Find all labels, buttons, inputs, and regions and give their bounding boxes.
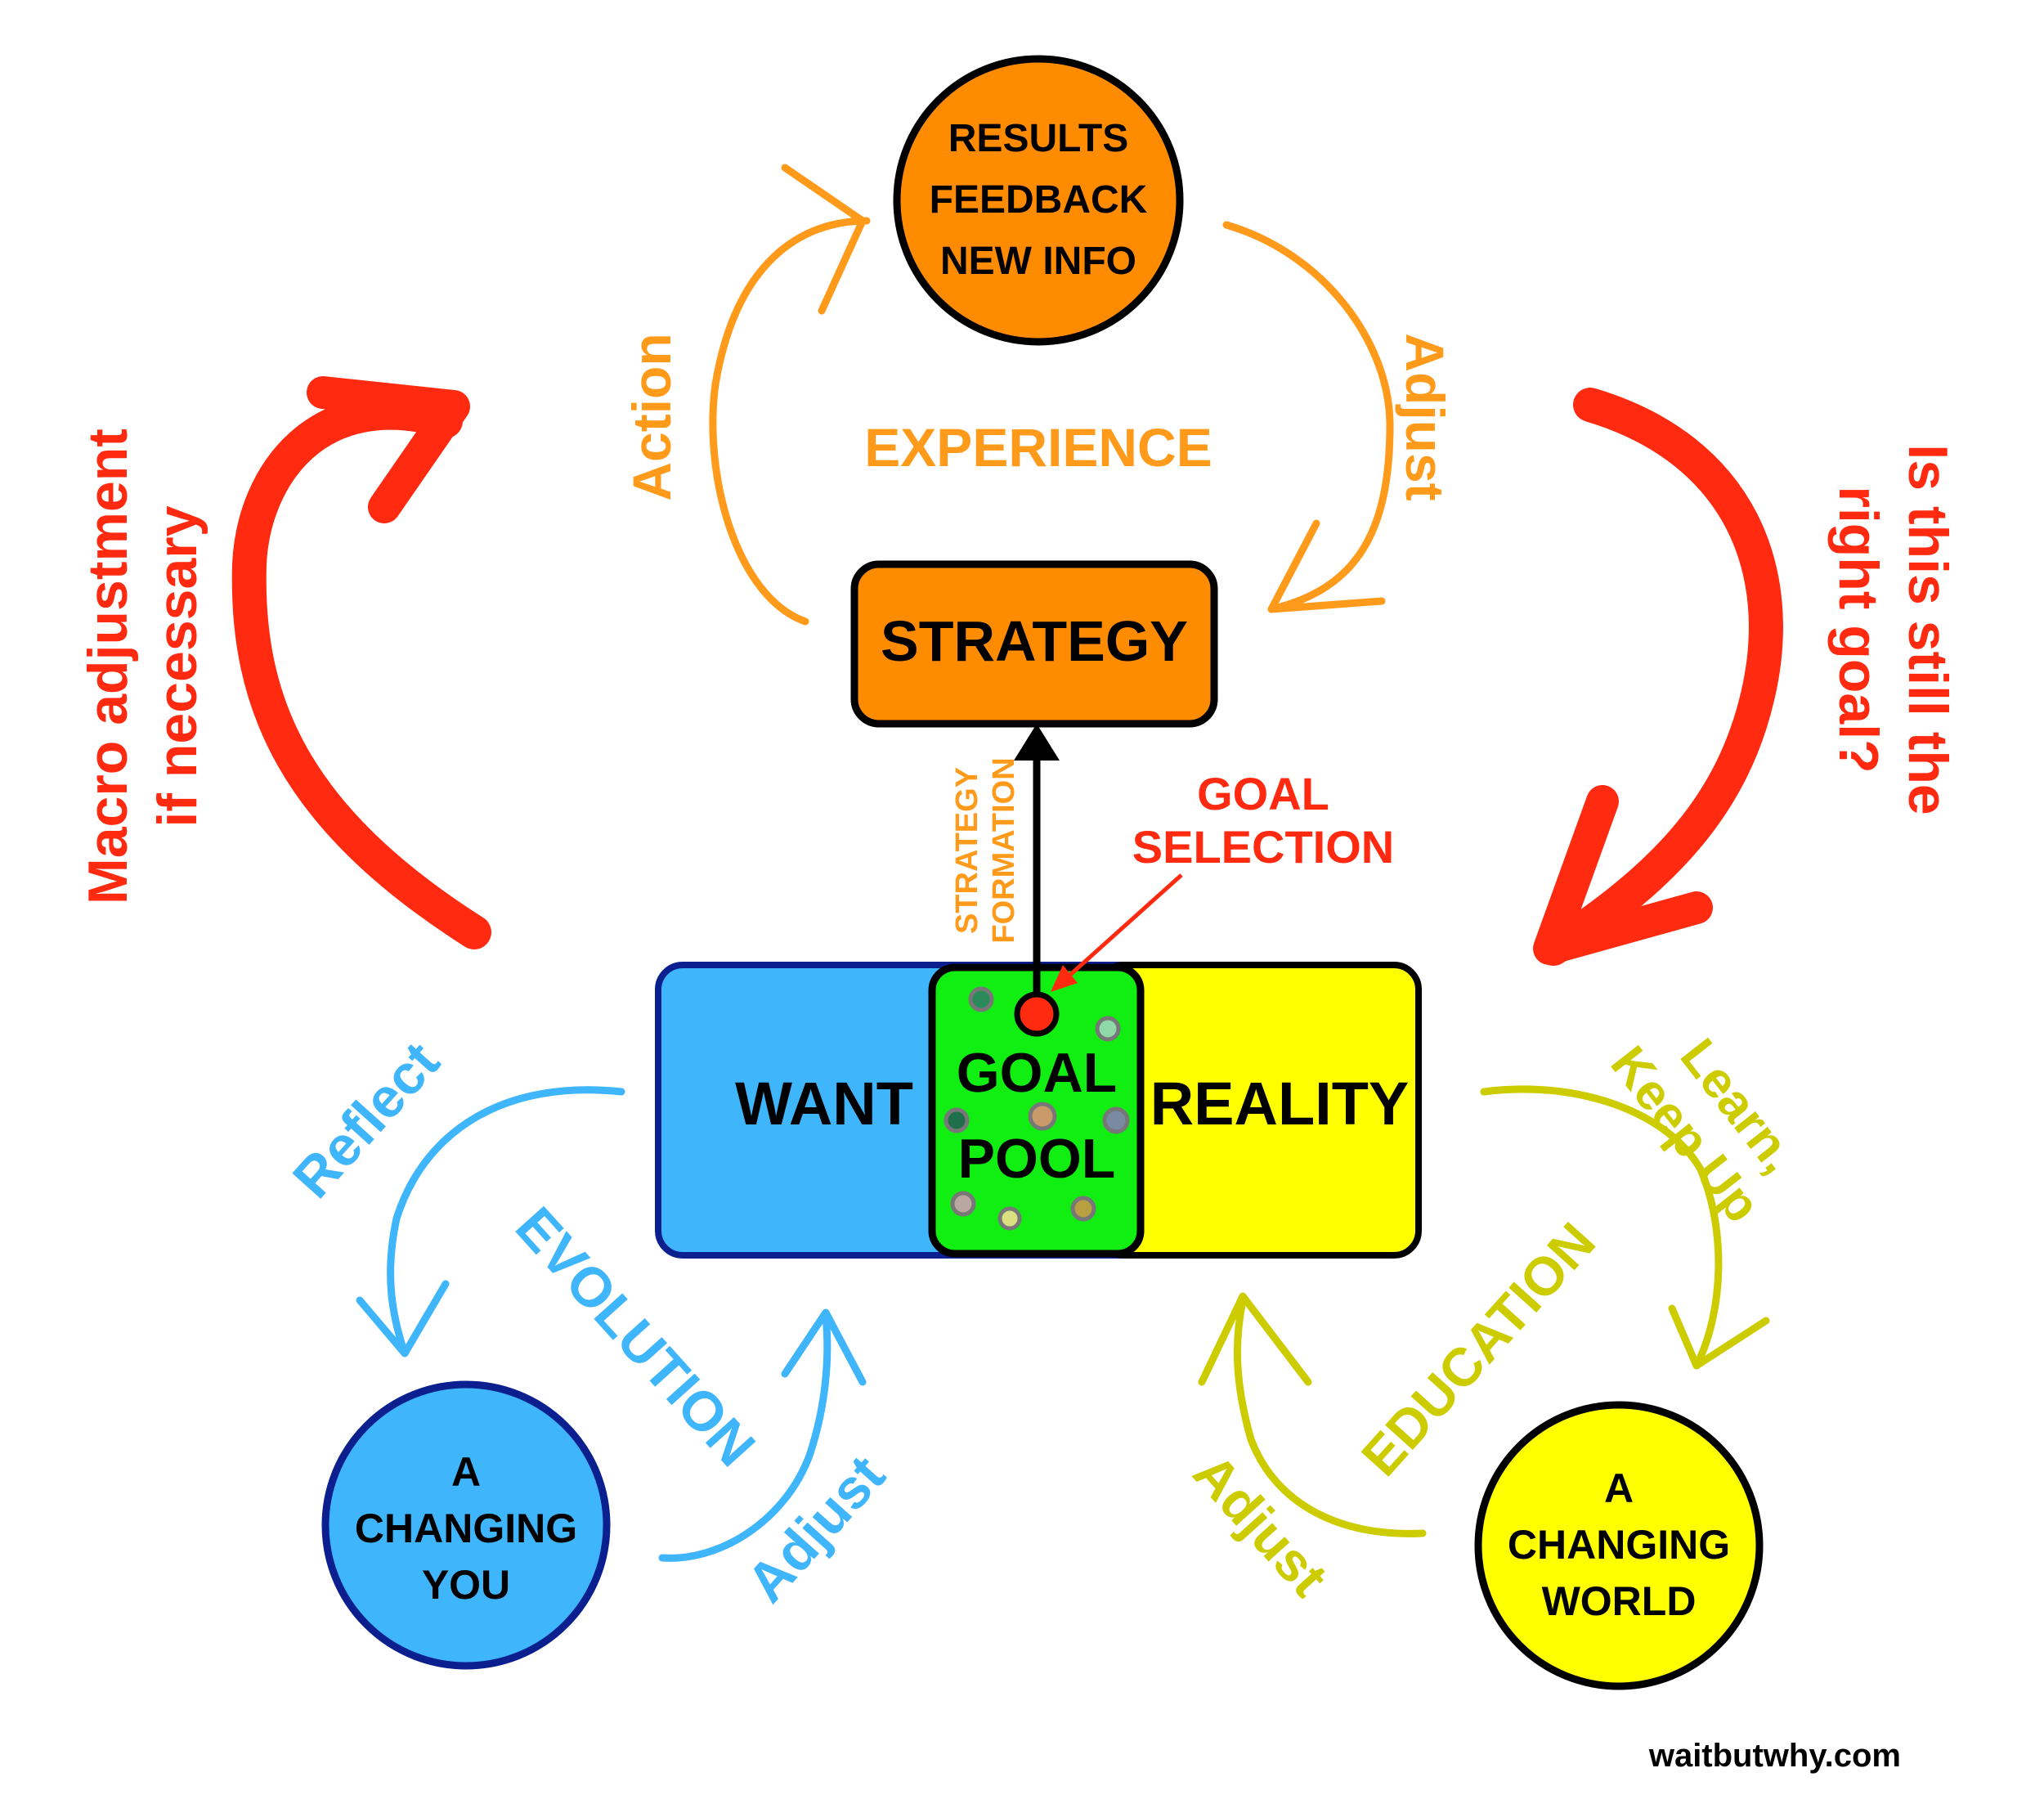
experience-label: EXPERIENCE — [864, 417, 1212, 478]
reality-box: REALITY — [1096, 962, 1422, 1259]
macro-adjustment-arrow — [231, 376, 491, 949]
changing-world-line2: CHANGING — [1508, 1522, 1730, 1568]
right-goal-arrow — [1533, 388, 1783, 966]
feedback-text: FEEDBACK — [930, 178, 1148, 222]
goal-pool-dots — [944, 986, 1130, 1231]
reflect-label: Reflect — [281, 1030, 451, 1209]
right-question-line2: right goal? — [1827, 486, 1889, 773]
results-text: RESULTS — [948, 117, 1128, 160]
changing-world-line3: WORLD — [1542, 1578, 1697, 1624]
learn-keep-up-arrow — [1480, 1085, 1770, 1370]
goal-selection-line2: SELECTION — [1132, 821, 1394, 873]
strategy-box: STRATEGY — [850, 560, 1218, 728]
want-text: WANT — [735, 1070, 913, 1138]
changing-you-line3: YOU — [422, 1562, 510, 1608]
goal-pool-box: GOAL POOL — [928, 963, 1145, 1258]
reflect-arrow — [356, 1086, 625, 1357]
selected-goal-dot — [1014, 991, 1060, 1037]
changing-world-line1: A — [1604, 1465, 1634, 1511]
goal-pool-line2: POOL — [958, 1128, 1116, 1190]
adjust-top-arrow — [1222, 221, 1394, 613]
reality-text: REALITY — [1150, 1070, 1410, 1138]
changing-you-line1: A — [451, 1449, 481, 1495]
results-feedback-circle: RESULTS FEEDBACK NEW INFO — [893, 55, 1184, 346]
macro-adjustment-line1: Macro adjustment — [77, 429, 139, 904]
changing-world-circle: A CHANGING WORLD — [1474, 1401, 1764, 1690]
goal-pool-line1: GOAL — [957, 1042, 1117, 1104]
watermark: waitbutwhy.com — [1648, 1738, 1901, 1774]
macro-adjustment-line2: if necessary — [146, 505, 208, 827]
adjust-left-arrow — [658, 1308, 867, 1562]
strategy-formation-arrow — [1014, 724, 1060, 1006]
action-label: Action — [621, 333, 682, 500]
strategy-formation-line2: FORMATION — [987, 757, 1021, 943]
changing-you-line2: CHANGING — [355, 1506, 577, 1551]
goal-selection-line1: GOAL — [1197, 768, 1329, 819]
right-question-line1: Is this still the — [1897, 444, 1959, 814]
adjust-right-arrow — [1198, 1292, 1427, 1537]
new-info-text: NEW INFO — [940, 240, 1136, 283]
strategy-formation-line1: STRATEGY — [950, 767, 984, 934]
action-arrow — [709, 164, 871, 626]
strategy-text: STRATEGY — [881, 609, 1188, 673]
adjust-top-label: Adjust — [1395, 333, 1455, 500]
changing-you-circle: A CHANGING YOU — [321, 1380, 611, 1670]
goal-selection-arrow — [1051, 873, 1183, 992]
